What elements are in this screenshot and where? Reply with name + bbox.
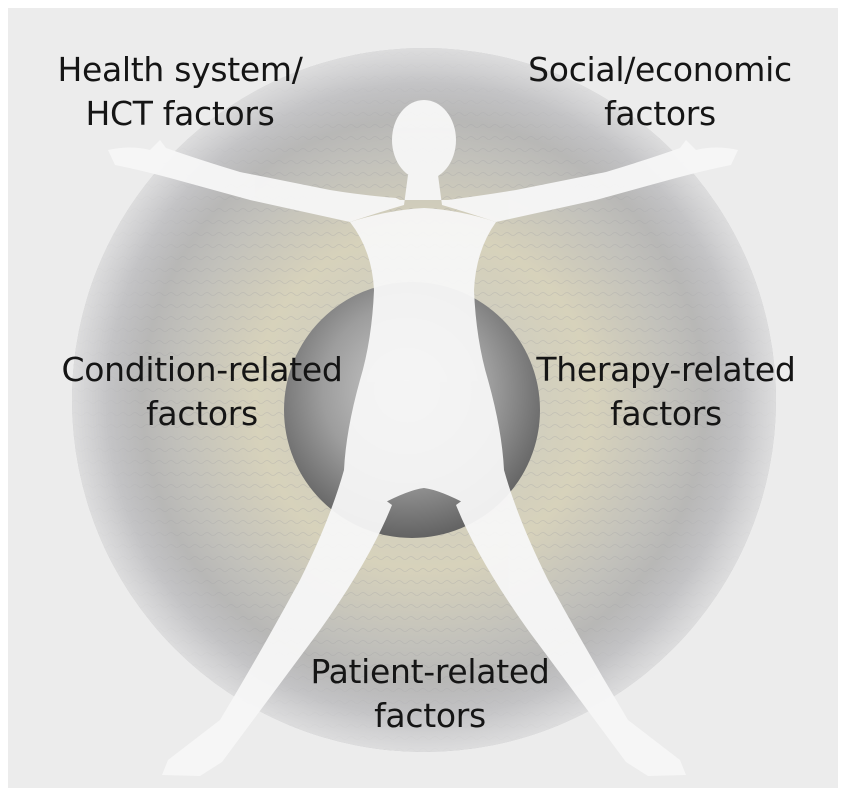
- label-health-system-factors: Health system/ HCT factors: [30, 48, 330, 136]
- label-patient-related-line1: Patient-related: [270, 650, 590, 694]
- label-therapy-related-line1: Therapy-related: [506, 348, 826, 392]
- label-health-system-line2: HCT factors: [30, 92, 330, 136]
- label-condition-related-line2: factors: [32, 392, 372, 436]
- label-condition-related-factors: Condition-related factors: [32, 348, 372, 436]
- label-social-economic-factors: Social/economic factors: [510, 48, 810, 136]
- label-patient-related-line2: factors: [270, 694, 590, 738]
- label-therapy-related-line2: factors: [506, 392, 826, 436]
- label-condition-related-line1: Condition-related: [32, 348, 372, 392]
- label-therapy-related-factors: Therapy-related factors: [506, 348, 826, 436]
- figure-head: [392, 100, 456, 180]
- label-patient-related-factors: Patient-related factors: [270, 650, 590, 738]
- label-social-economic-line2: factors: [510, 92, 810, 136]
- label-health-system-line1: Health system/: [30, 48, 330, 92]
- label-social-economic-line1: Social/economic: [510, 48, 810, 92]
